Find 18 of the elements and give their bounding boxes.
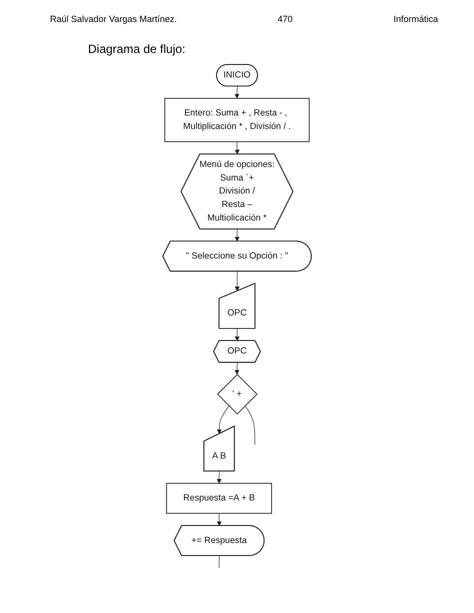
arrow bbox=[216, 406, 230, 434]
arrow bbox=[216, 513, 222, 526]
connector bbox=[244, 406, 256, 445]
arrow bbox=[234, 86, 240, 99]
diagram-title: Diagrama de flujo: bbox=[88, 42, 186, 56]
arrow bbox=[216, 471, 222, 484]
arrow bbox=[234, 362, 240, 375]
arrow bbox=[234, 228, 240, 242]
header-text: Informática bbox=[393, 14, 438, 24]
arrow bbox=[234, 328, 240, 342]
arrow bbox=[234, 141, 240, 154]
node-diamond: ' + bbox=[217, 374, 258, 414]
arrow bbox=[234, 271, 240, 292]
node-box: Respuesta =A + B bbox=[166, 482, 272, 514]
header-text: Raúl Salvador Vargas Martínez. bbox=[50, 14, 177, 24]
node-box: Entero: Suma + , Resta - , Multiplicación * , División / . bbox=[164, 98, 310, 142]
header-text: 470 bbox=[278, 14, 293, 24]
connector bbox=[218, 556, 220, 568]
